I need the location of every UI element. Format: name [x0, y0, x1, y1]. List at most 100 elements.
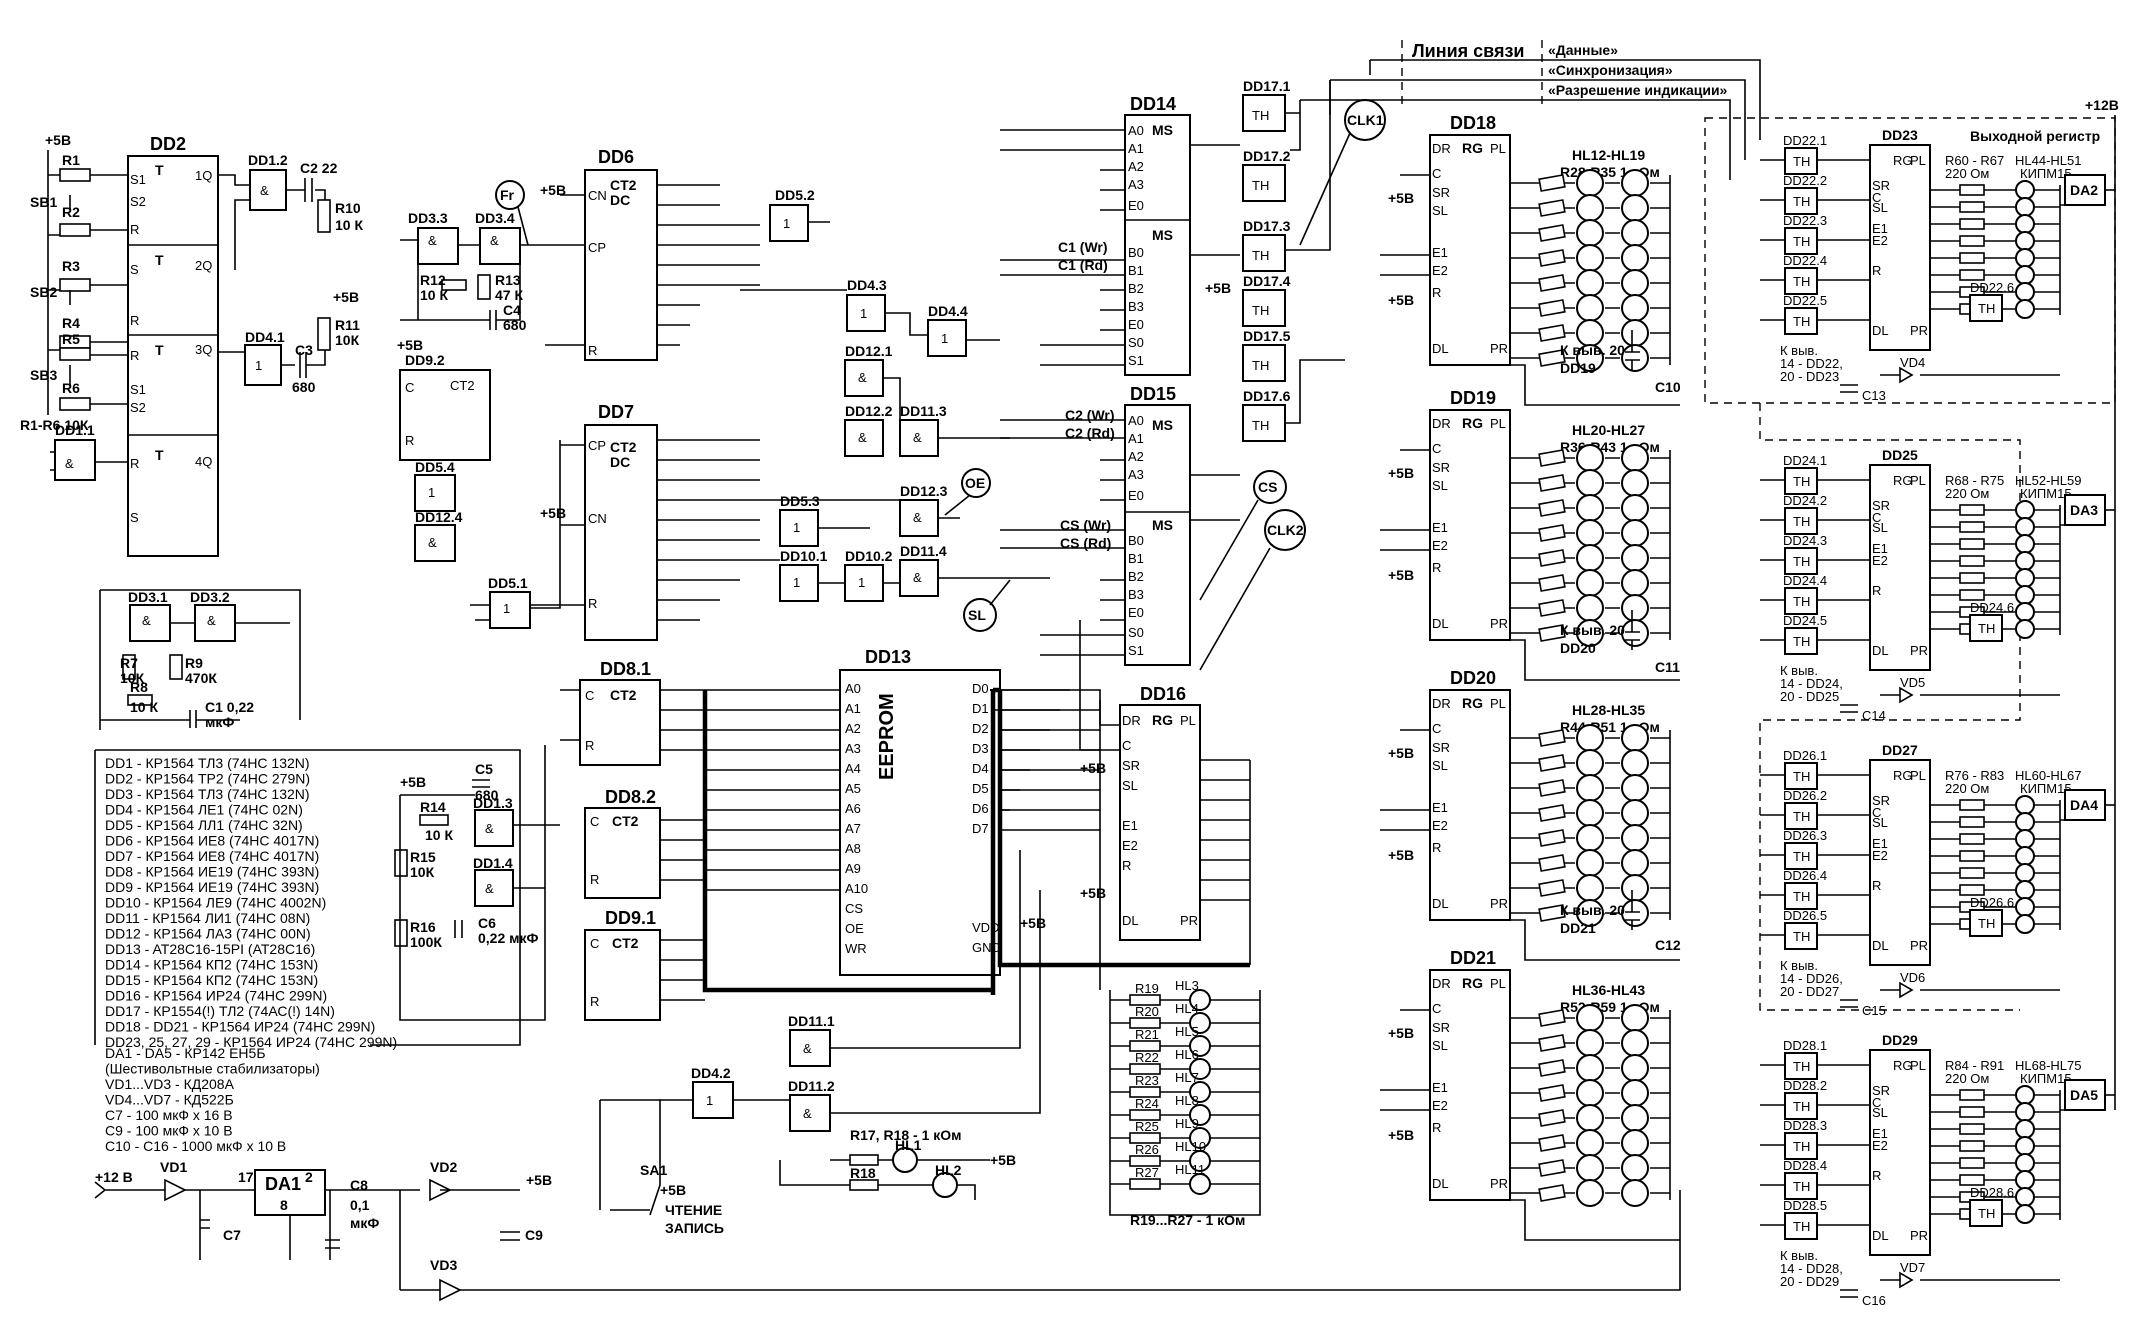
svg-text:DD4.1: DD4.1 — [245, 329, 285, 345]
svg-text:TH: TH — [1793, 234, 1810, 249]
hl1-label: HL1 — [895, 1137, 922, 1153]
led-icon — [1621, 1054, 1649, 1082]
led-icon — [2015, 897, 2035, 917]
c3-label: C3 — [295, 342, 313, 358]
dd5-1: DD5.1 1 — [470, 440, 561, 629]
led-icon — [2015, 214, 2035, 234]
svg-text:1Q: 1Q — [195, 168, 212, 183]
svg-text:E2: E2 — [1432, 263, 1448, 278]
svg-text:R: R — [1872, 263, 1881, 278]
c7-label: C7 — [223, 1227, 241, 1243]
svg-text:+5В: +5В — [540, 505, 566, 521]
led-icon — [1189, 1173, 1211, 1195]
led-icon — [1621, 1129, 1649, 1157]
svg-text:SR: SR — [1432, 185, 1450, 200]
svg-text:DD10.1: DD10.1 — [780, 548, 828, 564]
svg-text:R: R — [590, 994, 599, 1009]
svg-text:TH: TH — [1252, 358, 1269, 373]
svg-text:&: & — [913, 430, 922, 445]
led-icon — [1576, 1179, 1604, 1207]
vd2-label: VD2 — [430, 1159, 457, 1175]
led-icon — [2015, 1119, 2035, 1139]
legend-line: DD17 - КР1554(!) ТЛ2 (74АС(!) 14N) — [105, 1003, 335, 1019]
r13v-label: 47 К — [495, 287, 523, 303]
svg-text:SR: SR — [1872, 1083, 1890, 1098]
dd6-dc: DC — [610, 192, 630, 208]
svg-text:DD1.3: DD1.3 — [473, 795, 513, 811]
svg-text:A1: A1 — [1128, 141, 1144, 156]
svg-text:C: C — [590, 814, 599, 829]
dd18-label: DD18 — [1450, 113, 1496, 133]
svg-text:DD24.5: DD24.5 — [1783, 613, 1827, 628]
led-icon — [1189, 1104, 1211, 1126]
c4v-label: 680 — [503, 317, 527, 333]
svg-text:DD3.2: DD3.2 — [190, 589, 230, 605]
clk1-circle: CLK1 — [1347, 112, 1384, 128]
c8u-label: мкФ — [350, 1215, 379, 1231]
r10-label: R10 — [335, 200, 361, 216]
r9v-label: 470К — [185, 670, 217, 686]
svg-text:D4: D4 — [972, 761, 989, 776]
svg-text:HL6: HL6 — [1175, 1047, 1199, 1062]
svg-text:R22: R22 — [1135, 1050, 1159, 1065]
svg-text:R3: R3 — [62, 258, 80, 274]
c10-label: C10 — [1655, 379, 1681, 395]
led-icon — [1576, 724, 1604, 752]
led-icon — [1621, 319, 1649, 347]
svg-text:C: C — [1122, 738, 1131, 753]
svg-text:&: & — [207, 613, 216, 628]
led-icon — [1576, 219, 1604, 247]
svg-text:+5В: +5В — [1080, 760, 1106, 776]
svg-text:R: R — [1432, 1120, 1441, 1135]
svg-text:DL: DL — [1432, 341, 1449, 356]
r15v-label: 10К — [410, 864, 435, 880]
svg-text:DD1.2: DD1.2 — [248, 152, 288, 168]
svg-text:TH: TH — [1252, 248, 1269, 263]
svg-text:CN: CN — [588, 511, 607, 526]
dd25-led: HL52-HL59 — [2015, 473, 2082, 488]
led-icon — [1621, 1104, 1649, 1132]
svg-text:MS: MS — [1152, 517, 1173, 533]
read-label: ЧТЕНИЕ — [665, 1202, 722, 1218]
svg-text:TH: TH — [1793, 769, 1810, 784]
dd23-label: DD23 — [1882, 127, 1918, 143]
svg-text:TH: TH — [1793, 849, 1810, 864]
svg-text:PL: PL — [1910, 153, 1926, 168]
r14-label: R14 — [420, 799, 446, 815]
svg-text:SL: SL — [1432, 478, 1448, 493]
c15-label: C15 — [1862, 1003, 1886, 1018]
r18-label: R18 — [850, 1165, 876, 1181]
svg-text:E2: E2 — [1872, 553, 1888, 568]
dd23-led: HL44-HL51 — [2015, 153, 2082, 168]
svg-text:C: C — [590, 936, 599, 951]
svg-text:1: 1 — [793, 575, 800, 590]
led-icon — [1621, 824, 1649, 852]
svg-text:T: T — [155, 447, 164, 463]
r14v-label: 10 К — [425, 827, 453, 843]
svg-text:S1: S1 — [130, 382, 146, 397]
dd29-led: HL68-HL75 — [2015, 1058, 2082, 1073]
p5-label-3: +5В — [540, 182, 566, 198]
parts-legend — [94, 749, 521, 1046]
svg-text:A2: A2 — [1128, 449, 1144, 464]
svg-text:A3: A3 — [845, 741, 861, 756]
svg-text:DD12.1: DD12.1 — [845, 343, 893, 359]
r8-label: R8 — [130, 679, 148, 695]
svg-text:DD4.3: DD4.3 — [847, 277, 887, 293]
svg-text:T: T — [155, 252, 164, 268]
svg-text:DD22.5: DD22.5 — [1783, 293, 1827, 308]
svg-text:RG: RG — [1462, 695, 1483, 711]
led-icon — [1576, 849, 1604, 877]
svg-text:+5В: +5В — [1388, 465, 1414, 481]
sa1-label: SA1 — [640, 1162, 667, 1178]
led-icon — [2015, 500, 2035, 520]
svg-text:DD26.3: DD26.3 — [1783, 828, 1827, 843]
svg-text:HL10: HL10 — [1175, 1139, 1206, 1154]
led-icon — [1621, 1029, 1649, 1057]
svg-text:PR: PR — [1910, 1228, 1928, 1243]
svg-text:TH: TH — [1978, 621, 1995, 636]
svg-text:4Q: 4Q — [195, 454, 212, 469]
